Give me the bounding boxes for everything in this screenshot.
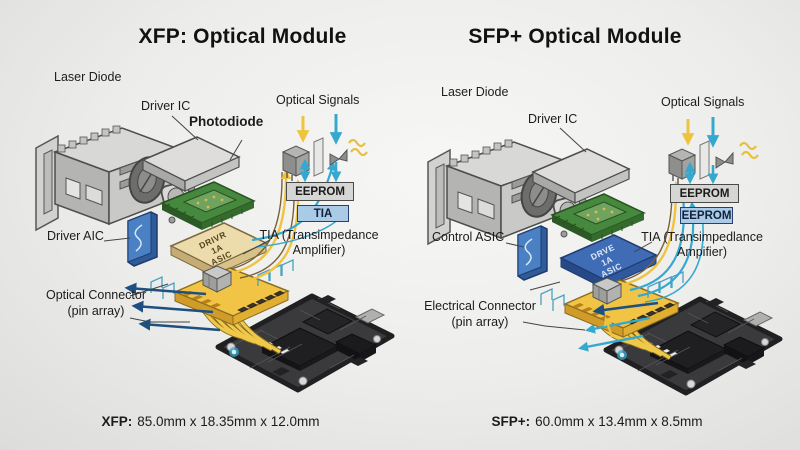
xfp-driver-ic-label: Driver IC bbox=[141, 99, 191, 113]
xfp-photodiode-label: Photodiode bbox=[189, 114, 264, 129]
xfp-tia-label-line2: Amplifier) bbox=[292, 243, 346, 257]
sfp-optical-signals-label: Optical Signals bbox=[661, 95, 745, 109]
xfp-driver-aic-label: Driver AIC bbox=[47, 229, 104, 243]
xfp-signal-arrows bbox=[296, 114, 343, 183]
xfp-board-led-core bbox=[231, 349, 237, 355]
sfp-tia-label-line1: TIA (Transimpedlance bbox=[641, 230, 763, 244]
sfp-eeprom-box: EEPROM bbox=[670, 184, 739, 203]
xfp-pin-array-label: (pin array) bbox=[67, 304, 125, 318]
xfp-dimensions-value: 85.0mm x 18.35mm x 12.0mm bbox=[137, 414, 320, 429]
sfp-electrical-arrows bbox=[578, 301, 659, 352]
xfp-optical-connector-label: Optical Connector bbox=[45, 288, 147, 302]
xfp-driver-aic-card bbox=[127, 211, 158, 267]
xfp-title: XFP: Optical Module bbox=[138, 25, 347, 48]
sfp-leader-lines bbox=[505, 127, 653, 331]
sfp-diagram: DRVE 1A ASIC bbox=[427, 117, 780, 393]
xfp-laser-diode-label: Laser Diode bbox=[54, 70, 122, 84]
sfp-pin-array-label: (pin array) bbox=[451, 315, 509, 329]
xfp-optics bbox=[282, 137, 348, 182]
sfp-dimensions: SFP+: 60.0mm x 13.4mm x 8.5mm bbox=[437, 414, 757, 429]
xfp-eeprom-box: EEPROM bbox=[286, 182, 354, 201]
xfp-optical-signals-label: Optical Signals bbox=[276, 93, 360, 107]
xfp-light-squiggles bbox=[347, 138, 369, 157]
sfp-electrical-connector-label: Electrical Connector bbox=[424, 299, 536, 313]
sfp-dimensions-label: SFP+: bbox=[491, 414, 531, 429]
sfp-title: SFP+ Optical Module bbox=[468, 25, 682, 48]
sfp-board-led-core bbox=[619, 352, 625, 358]
xfp-tia-label-line1: TIA (Transimpedance bbox=[259, 228, 379, 242]
xfp-diagram: DRIVR 1A ASIC bbox=[35, 114, 392, 390]
sfp-control-asic-label: Control ASIC bbox=[432, 230, 505, 244]
sfp-dimensions-value: 60.0mm x 13.4mm x 8.5mm bbox=[535, 414, 703, 429]
svg-text:1A: 1A bbox=[599, 254, 614, 268]
sfp-control-asic-card bbox=[517, 225, 548, 281]
sfp-driver-ic-label: Driver IC bbox=[528, 112, 578, 126]
xfp-electrical-arrows bbox=[124, 282, 221, 332]
sfp-light-squiggles bbox=[738, 141, 760, 160]
sfp-tia-label-line2: Ampifier) bbox=[676, 245, 727, 259]
xfp-dimensions: XFP: 85.0mm x 18.35mm x 12.0mm bbox=[58, 414, 363, 429]
sfp-signal-arrows bbox=[681, 117, 720, 185]
xfp-tia-box: TIA bbox=[297, 205, 349, 222]
xfp-dimensions-label: XFP: bbox=[101, 414, 133, 429]
svg-text:1A: 1A bbox=[209, 242, 224, 256]
sfp-eeprom-box-blue: EEPROM bbox=[680, 207, 733, 224]
sfp-laser-diode-label: Laser Diode bbox=[441, 85, 509, 99]
xfp-leader-lines bbox=[103, 115, 271, 323]
sfp-optics bbox=[668, 140, 734, 185]
